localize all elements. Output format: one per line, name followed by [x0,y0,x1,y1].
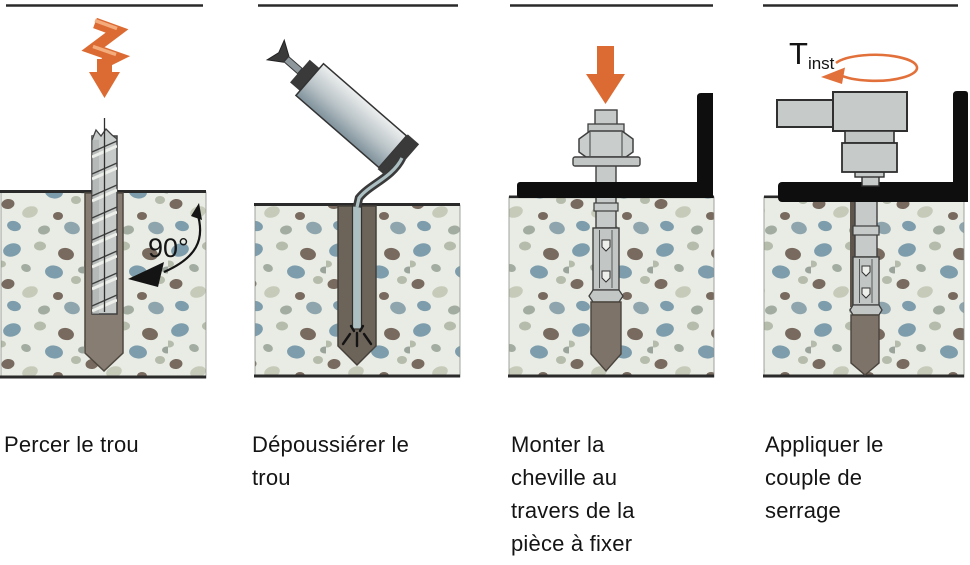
step-caption-4: Appliquer le couple de serrage [765,432,884,523]
anchor-cone-tip [850,314,880,376]
blow-pump-illustration [254,4,461,378]
torque-wrench [776,91,908,187]
fixture-plate [778,91,968,202]
blow-pump [265,38,420,208]
panel-apply-torque: Tinst Appliquer le couple de serrage [727,0,970,565]
panel-drill-hole: 90° Percer le trou [0,0,243,565]
drill-bit [91,118,118,315]
step-caption-1: Percer le trou [4,432,139,457]
right-angle-annotation: 90° [128,203,202,287]
torque-annotation: Tinst [789,36,919,84]
expansion-sleeve [849,256,883,316]
torque-illustration: Tinst [763,4,968,378]
drill-hole-illustration: 90° [0,4,207,379]
anchor-bolt [849,196,883,376]
nozzle-tube-in-hole [351,205,363,330]
wrench-head [832,91,908,132]
fixture-plate [517,93,713,198]
air-blast-burst [341,324,373,348]
step-caption-2: Dépoussiérer le trou [252,432,410,490]
socket [841,142,898,173]
hole-wall [850,197,855,307]
push-down-arrow [586,46,625,104]
pump-cylinder [294,62,408,169]
pump-knob [265,38,290,63]
step-caption-3: Monter la cheville au travers de la pièc… [511,432,635,556]
hex-nut [578,130,634,158]
angle-label: 90° [148,233,189,263]
washer [572,156,641,167]
rotation-ellipse-arrow [835,53,919,83]
panel-insert-anchor: Monter la cheville au travers de la pièc… [485,0,728,565]
anchor-cone-tip [590,301,622,373]
wrench-handle [776,99,836,128]
panel-blow-out-hole: Dépoussiérer le trou [242,0,485,565]
torque-label: Tinst [789,36,835,73]
anchor-head [572,109,641,167]
hammer-rotation-arrow [81,17,131,98]
expansion-sleeve [588,227,624,303]
anchor-insert-illustration [508,4,715,378]
